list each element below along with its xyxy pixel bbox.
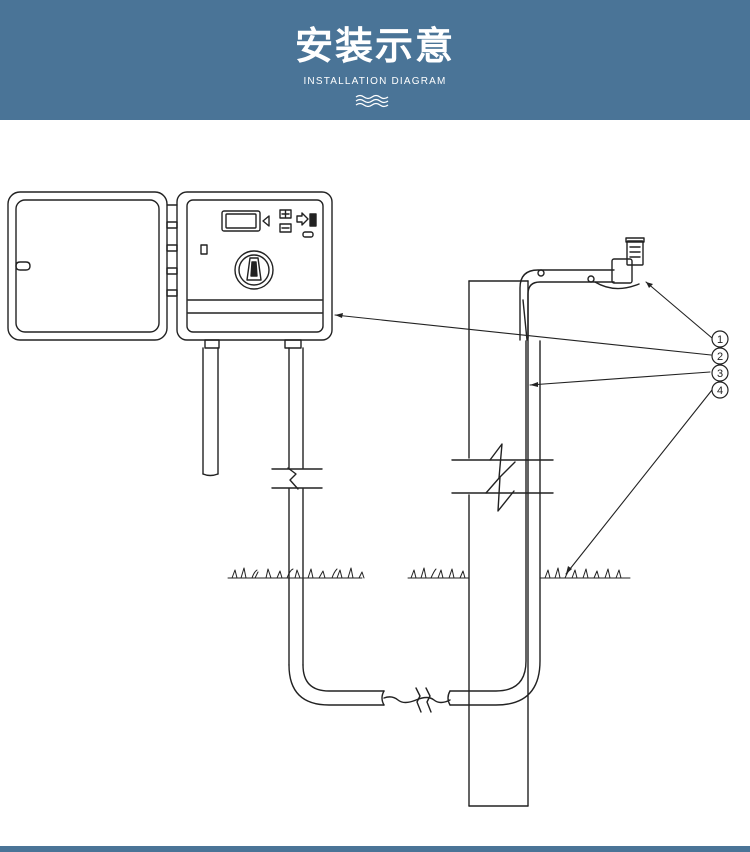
header-banner: 安装示意 INSTALLATION DIAGRAM	[0, 0, 750, 120]
controller-door	[7, 191, 178, 341]
footer-bar	[0, 846, 750, 852]
callout-2-label: 2	[717, 351, 723, 363]
callout-group: 1 2 3 4	[711, 330, 729, 399]
callout-2: 2	[711, 347, 729, 365]
leader-arrowheads	[335, 282, 653, 574]
callout-1-label: 1	[717, 334, 723, 346]
callout-4: 4	[711, 381, 729, 399]
mounting-post	[451, 280, 554, 807]
rain-sensor	[519, 237, 645, 341]
callout-1: 1	[711, 330, 729, 348]
callout-3: 3	[711, 364, 729, 382]
page-title: 安装示意	[294, 24, 455, 68]
controller-body	[176, 191, 333, 349]
callout-4-label: 4	[717, 385, 723, 397]
leader-lines	[334, 281, 713, 575]
callout-3-label: 3	[717, 368, 723, 380]
left-conduit	[202, 347, 219, 477]
ground-line	[227, 567, 631, 579]
installation-diagram: 1 2 3 4	[7, 191, 729, 807]
page-subtitle: INSTALLATION DIAGRAM	[303, 76, 447, 87]
triple-wave-icon	[355, 94, 389, 108]
wire-conduit	[271, 340, 541, 713]
